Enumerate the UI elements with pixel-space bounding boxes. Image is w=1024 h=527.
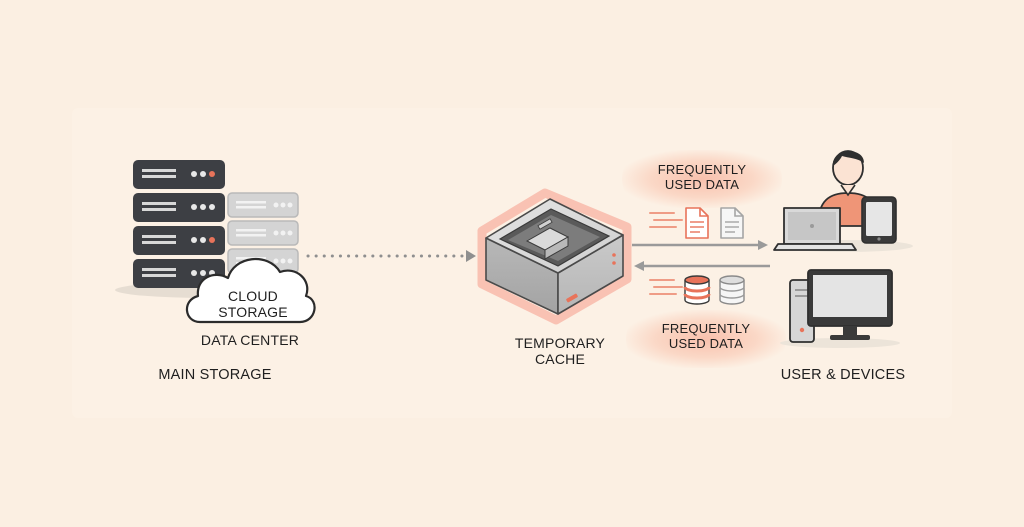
highlight-bottom <box>626 310 786 368</box>
cloud-label-line1: CLOUD <box>227 288 278 304</box>
frequently-used-top-label: FREQUENTLY USED DATA <box>632 162 772 192</box>
frequently-used-bottom-label: FREQUENTLY USED DATA <box>636 321 776 351</box>
tablet-icon <box>861 196 897 244</box>
incoming-arrow <box>634 261 770 271</box>
motion-streaks <box>649 212 683 295</box>
database-icon <box>683 275 711 305</box>
frequently-used-bottom-line1: FREQUENTLY <box>661 321 751 336</box>
cloud-icon <box>185 257 316 324</box>
temporary-cache-line1: TEMPORARY <box>514 335 606 351</box>
primary-server-rack <box>133 160 225 288</box>
cache-box-icon <box>477 188 632 325</box>
dotted-connector <box>306 250 476 262</box>
document-icon-secondary <box>720 207 744 239</box>
document-icon <box>685 207 709 239</box>
frequently-used-top-line1: FREQUENTLY <box>657 162 747 177</box>
database-icon-secondary <box>719 275 745 305</box>
frequently-used-bottom-line2: USED DATA <box>668 336 744 351</box>
temporary-cache-line2: CACHE <box>534 351 585 367</box>
temporary-cache-label: TEMPORARY CACHE <box>500 335 620 367</box>
cloud-label-line2: STORAGE <box>218 304 288 320</box>
secondary-server-rack <box>227 192 299 274</box>
frequently-used-top-line2: USED DATA <box>664 177 740 192</box>
cloud-storage-label: CLOUD STORAGE <box>203 288 303 320</box>
laptop-icon <box>773 207 857 251</box>
main-storage-label: MAIN STORAGE <box>158 367 272 383</box>
server-rack-icon <box>115 160 305 298</box>
desktop-icon <box>780 269 900 348</box>
outgoing-arrow <box>632 240 768 250</box>
user-devices-label: USER & DEVICES <box>780 367 906 383</box>
highlight-top <box>622 150 782 208</box>
data-center-label: DATA CENTER <box>200 332 300 348</box>
